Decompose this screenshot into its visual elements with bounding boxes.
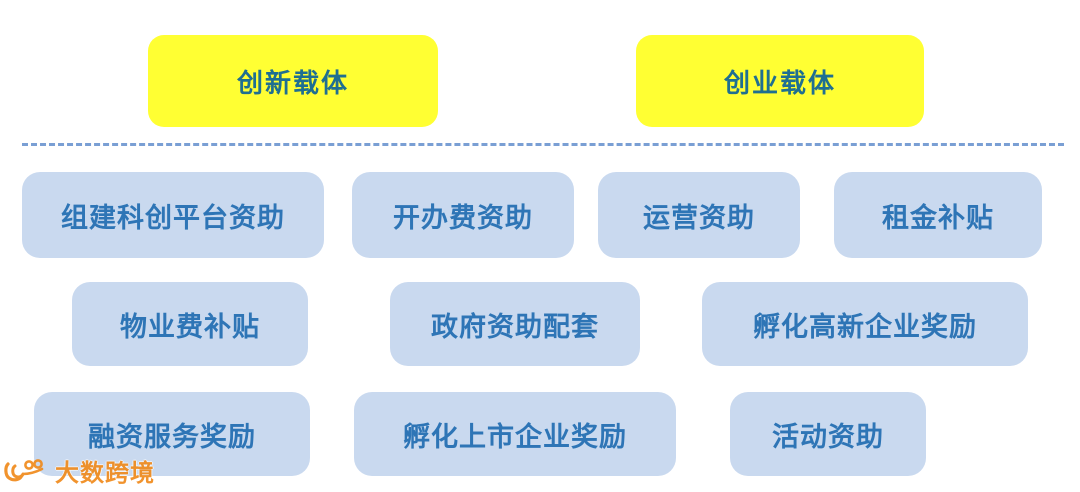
category-header-innovation-carrier: 创新载体 bbox=[148, 35, 438, 127]
item-pill-4: 物业费补贴 bbox=[72, 282, 308, 366]
item-pill-1: 开办费资助 bbox=[352, 172, 574, 258]
item-pill-7: 融资服务奖励 bbox=[34, 392, 310, 476]
item-pill-9: 活动资助 bbox=[730, 392, 926, 476]
item-pill-8: 孵化上市企业奖励 bbox=[354, 392, 676, 476]
dashed-divider bbox=[22, 143, 1064, 146]
category-header-entrepreneurship-carrier: 创业载体 bbox=[636, 35, 924, 127]
item-pill-0: 组建科创平台资助 bbox=[22, 172, 324, 258]
item-pill-2: 运营资助 bbox=[598, 172, 800, 258]
item-pill-6: 孵化高新企业奖励 bbox=[702, 282, 1028, 366]
item-pill-3: 租金补贴 bbox=[834, 172, 1042, 258]
item-pill-5: 政府资助配套 bbox=[390, 282, 640, 366]
